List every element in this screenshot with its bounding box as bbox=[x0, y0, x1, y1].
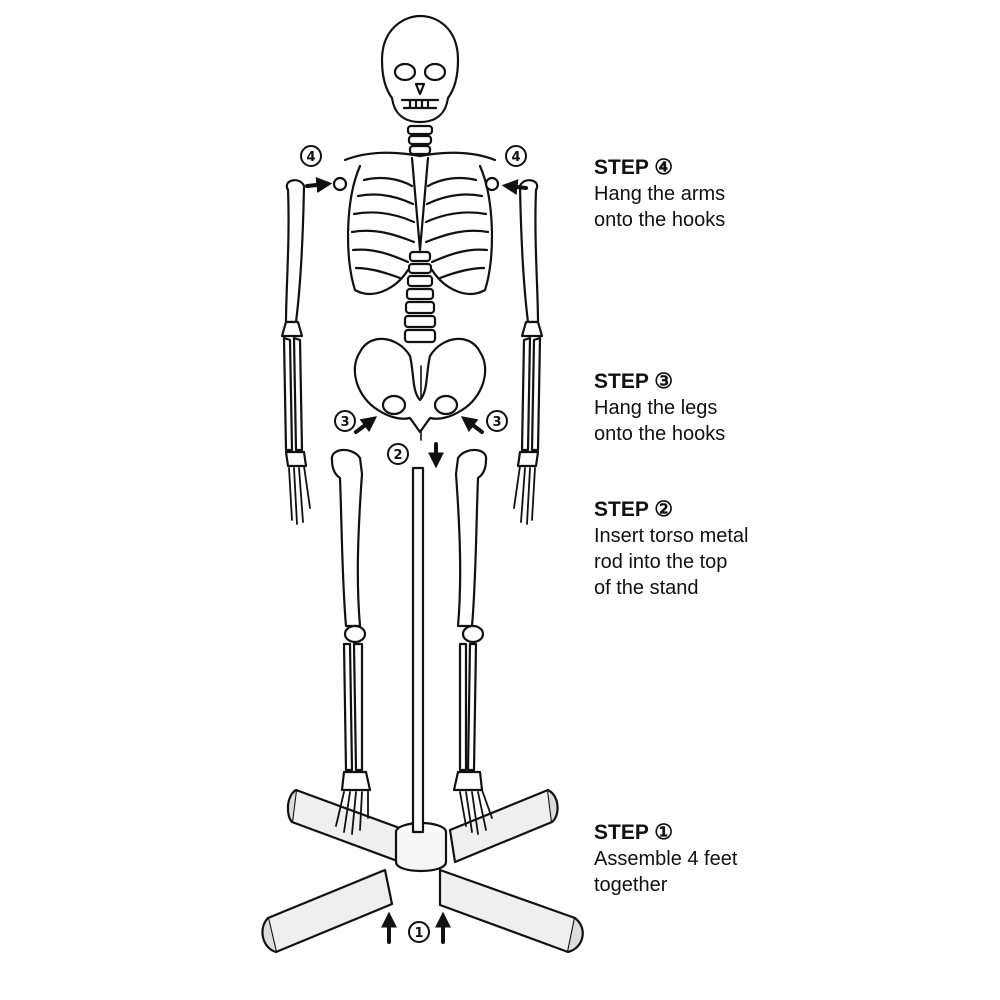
spine bbox=[403, 124, 437, 344]
marker-rod-text: 2 bbox=[393, 448, 402, 463]
arrow-arm-right bbox=[501, 179, 528, 196]
assembly-arrows bbox=[305, 177, 528, 944]
step-2-title: STEP ② bbox=[594, 498, 674, 521]
ribcage bbox=[332, 151, 500, 295]
marker-leg-right: 3 bbox=[486, 410, 508, 432]
step-3-text: Hang the legs onto the hooks bbox=[594, 397, 726, 445]
arrow-leg-right bbox=[460, 416, 484, 434]
marker-feet-text: 1 bbox=[414, 926, 423, 941]
step-3-block: STEP ③ Hang the legs onto the hooks bbox=[594, 369, 994, 447]
step-4-text: Hang the arms onto the hooks bbox=[594, 183, 726, 231]
marker-leg-right-text: 3 bbox=[492, 415, 501, 430]
step-markers: 4 4 3 3 2 1 bbox=[300, 145, 527, 943]
step-1-title: STEP ① bbox=[594, 821, 674, 844]
marker-leg-left: 3 bbox=[334, 410, 356, 432]
marker-arm-left: 4 bbox=[300, 145, 322, 167]
marker-arm-left-text: 4 bbox=[306, 150, 315, 165]
marker-arm-right: 4 bbox=[505, 145, 527, 167]
pelvis bbox=[353, 337, 487, 434]
arrow-leg-left bbox=[354, 416, 378, 434]
step-4-block: STEP ④ Hang the arms onto the hooks bbox=[594, 155, 994, 233]
step-3-title: STEP ③ bbox=[594, 370, 674, 393]
step-4-title: STEP ④ bbox=[594, 156, 674, 179]
marker-leg-left-text: 3 bbox=[340, 415, 349, 430]
marker-arm-right-text: 4 bbox=[511, 150, 520, 165]
marker-feet: 1 bbox=[408, 921, 430, 943]
step-1-block: STEP ① Assemble 4 feet together bbox=[594, 820, 994, 898]
left-leg bbox=[330, 448, 372, 835]
stand-feet bbox=[261, 788, 584, 954]
left-arm bbox=[280, 179, 311, 525]
step-1-text: Assemble 4 feet together bbox=[594, 848, 738, 896]
skull bbox=[380, 14, 460, 124]
right-leg bbox=[452, 448, 493, 835]
step-2-block: STEP ② Insert torso metal rod into the t… bbox=[594, 497, 994, 601]
step-2-text: Insert torso metal rod into the top of t… bbox=[594, 525, 749, 599]
arrow-arm-left bbox=[305, 177, 333, 193]
right-arm bbox=[513, 179, 544, 525]
metal-rod bbox=[411, 365, 425, 834]
marker-rod: 2 bbox=[387, 443, 409, 465]
